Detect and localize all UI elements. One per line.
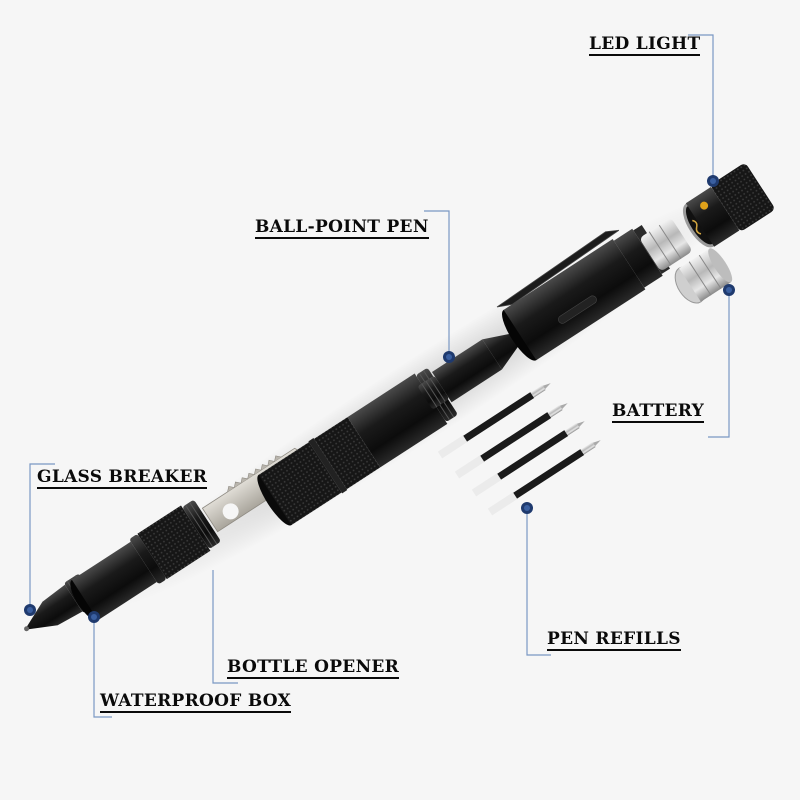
- dot-battery: [723, 284, 735, 296]
- callout-line-bottle-opener: [212, 570, 238, 684]
- refill-2: [454, 403, 568, 479]
- callout-line-pen-refills: [526, 508, 551, 656]
- callout-dots: [24, 175, 735, 623]
- callout-line-battery: [708, 290, 730, 438]
- ball-point-nib: [418, 333, 521, 409]
- callout-line-led-light: [688, 34, 714, 180]
- label-pen-refills: PEN REFILLS: [547, 629, 681, 651]
- callout-line-glass-breaker: [29, 463, 55, 610]
- dot-ball-point-pen: [443, 351, 455, 363]
- label-glass-breaker: GLASS BREAKER: [37, 467, 208, 489]
- led-head: [682, 164, 774, 248]
- dot-led-light: [707, 175, 719, 187]
- callout-line-ball-point-pen: [424, 210, 450, 357]
- battery-inline: [641, 219, 691, 270]
- label-battery: BATTERY: [612, 401, 705, 423]
- label-waterproof-box: WATERPROOF BOX: [100, 691, 292, 713]
- callout-line-waterproof-box: [93, 617, 112, 718]
- refill-1: [437, 383, 551, 459]
- callout-lines: [29, 34, 730, 718]
- main-barrel: [257, 368, 457, 526]
- refill-4: [487, 440, 601, 516]
- dot-glass-breaker: [24, 604, 36, 616]
- waterproof-box-part: [70, 500, 220, 621]
- refill-3: [471, 421, 585, 497]
- label-bottle-opener: BOTTLE OPENER: [227, 657, 400, 679]
- dot-waterproof-box: [88, 611, 100, 623]
- label-ball-point-pen: BALL-POINT PEN: [255, 217, 429, 239]
- dot-pen-refills: [521, 502, 533, 514]
- label-led-light: LED LIGHT: [589, 34, 701, 56]
- pen-refills-group: [437, 383, 601, 516]
- battery-loose: [674, 248, 733, 304]
